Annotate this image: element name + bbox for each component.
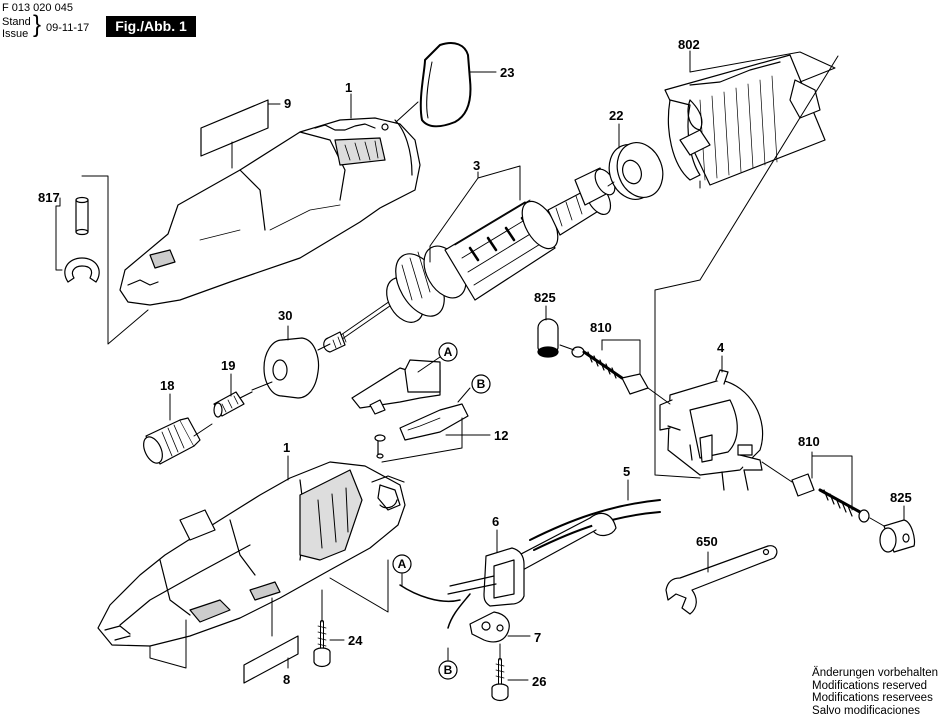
part-30-bearing-housing: [264, 338, 318, 398]
label-part-810-bottom: 810: [798, 434, 820, 449]
modification-notes: Änderungen vorbehalten Modifications res…: [812, 667, 938, 717]
label-part-22: 22: [609, 108, 623, 123]
part-9-label-plate: [201, 100, 268, 156]
label-part-6: 6: [492, 514, 499, 529]
label-part-26: 26: [532, 674, 546, 689]
part-23-hanger: [421, 43, 471, 126]
label-part-1-top: 1: [345, 80, 352, 95]
label-part-810-top: 810: [590, 320, 612, 335]
part-18-collet-nut: [140, 418, 200, 466]
part-4-brush-holder: [660, 370, 763, 490]
callout-b-top: B: [477, 377, 486, 391]
part-825-top-brush-cap: [538, 319, 558, 357]
label-part-19: 19: [221, 358, 235, 373]
part-6-strain-relief: [400, 548, 524, 628]
label-part-3: 3: [473, 158, 480, 173]
label-part-24: 24: [348, 633, 363, 648]
part-810-top-carbon-brush: [572, 347, 648, 394]
label-part-7: 7: [534, 630, 541, 645]
part-825-bottom-brush-cap: [880, 520, 915, 552]
note-spanish: Salvo modificaciones: [812, 705, 938, 717]
label-part-825-top: 825: [534, 290, 556, 305]
part-19-collet: [214, 392, 252, 417]
label-part-18: 18: [160, 378, 174, 393]
label-part-12: 12: [494, 428, 508, 443]
label-part-650: 650: [696, 534, 718, 549]
part-12-switch-slide: [352, 360, 468, 458]
part-810-bottom-carbon-brush: [792, 474, 869, 522]
label-part-30: 30: [278, 308, 292, 323]
part-1-lower-housing: [98, 462, 405, 646]
part-7-cord-clamp: [470, 612, 509, 642]
part-24-screw: [314, 622, 330, 667]
note-german: Änderungen vorbehalten: [812, 667, 938, 680]
part-650-wrench: [666, 546, 777, 614]
part-817-clip: [65, 198, 99, 283]
part-26-screw: [492, 660, 508, 701]
note-english: Modifications reserved: [812, 680, 938, 693]
callout-a-bottom: A: [398, 557, 407, 571]
label-part-9: 9: [284, 96, 291, 111]
label-part-4: 4: [717, 340, 725, 355]
label-part-23: 23: [500, 65, 514, 80]
label-part-825-bottom: 825: [890, 490, 912, 505]
part-1-upper-housing: [120, 118, 420, 305]
callout-b-bottom: B: [444, 663, 453, 677]
part-802-field: [665, 55, 825, 185]
label-part-8: 8: [283, 672, 290, 687]
callout-a-top: A: [444, 345, 453, 359]
label-part-802: 802: [678, 37, 700, 52]
label-part-1-bottom: 1: [283, 440, 290, 455]
label-part-5: 5: [623, 464, 630, 479]
part-22-bearing: [602, 136, 670, 206]
note-french: Modifications reservees: [812, 692, 938, 705]
label-part-817: 817: [38, 190, 60, 205]
